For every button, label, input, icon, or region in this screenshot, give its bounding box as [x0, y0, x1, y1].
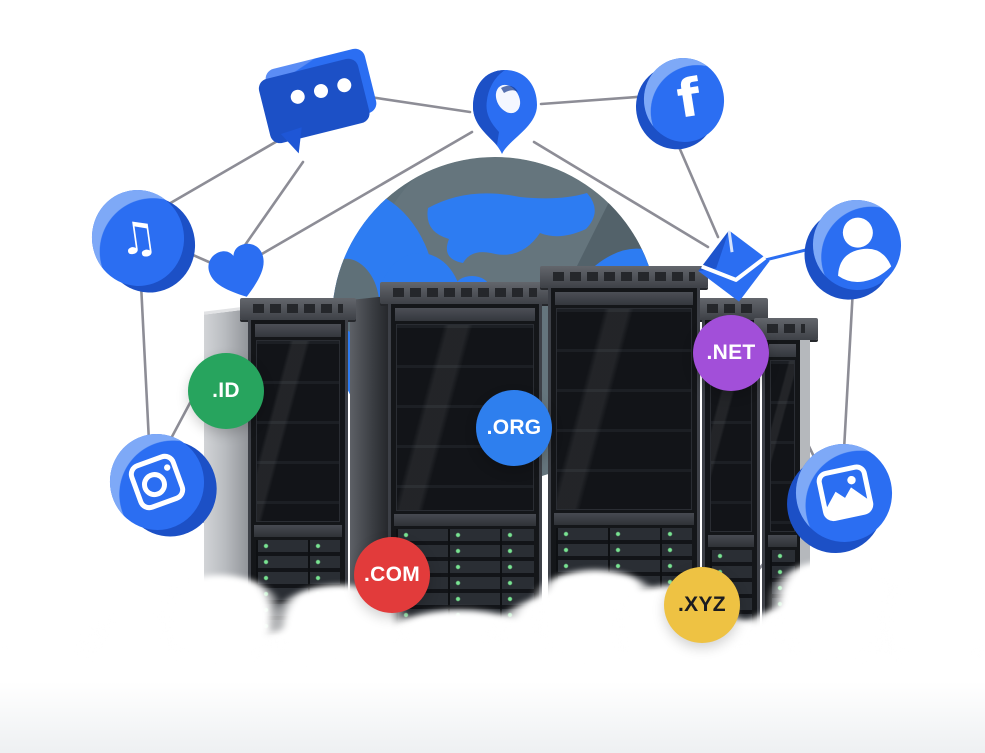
chat-bubble-icon [262, 44, 379, 168]
domain-badge-net: .NET [693, 315, 769, 391]
domain-badge-org: .ORG [476, 390, 552, 466]
badge-label: .NET [706, 341, 756, 364]
music-note-glyph: ♫ [114, 210, 162, 266]
photo-glyph [816, 464, 874, 522]
user-icon [797, 193, 909, 307]
badge-label: .XYZ [678, 593, 726, 616]
photo-icon [777, 435, 902, 562]
badge-label: .COM [363, 563, 421, 586]
facebook-f-glyph: f [673, 67, 705, 131]
facebook-icon: f [629, 52, 731, 156]
user-glyph [838, 217, 892, 282]
domain-badge-id: .ID [188, 353, 264, 429]
domain-badge-xyz: .XYZ [664, 567, 740, 643]
music-icon: ♫ [85, 184, 202, 299]
rack-top-vent [240, 298, 356, 320]
rack-top-vent [754, 318, 818, 340]
camera-icon [101, 425, 226, 546]
rack-top-vent [540, 266, 708, 288]
heart-icon [208, 243, 264, 297]
cloud-base [0, 623, 985, 753]
rack-top-vent [380, 282, 550, 304]
camera-glyph [128, 453, 186, 511]
domain-badge-com: .COM [354, 537, 430, 613]
rack-top-vent [694, 298, 768, 320]
email-icon [698, 230, 770, 302]
badge-label: .ID [212, 379, 240, 402]
badge-label: .ORG [486, 416, 542, 439]
location-pin-icon [473, 70, 537, 154]
